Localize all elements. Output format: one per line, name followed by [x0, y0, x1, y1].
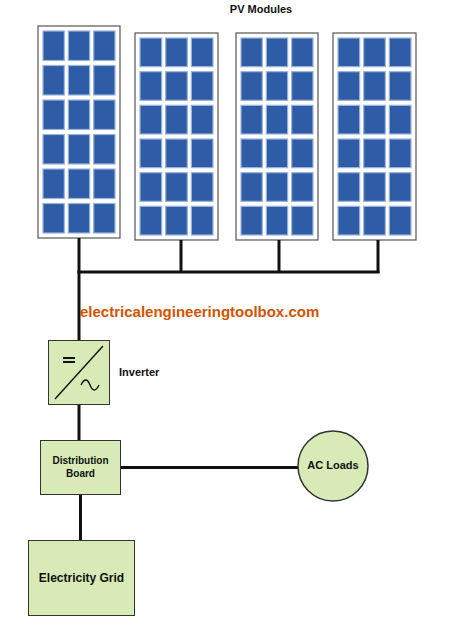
node-label: AC Loads: [307, 459, 358, 473]
dc-bus: [78, 238, 380, 341]
pv-cell: [68, 135, 89, 165]
pv-cell: [140, 139, 162, 168]
pv-cell: [389, 173, 411, 202]
pv-cell: [68, 100, 89, 130]
pv-cell: [241, 105, 262, 134]
pv-cell: [94, 66, 115, 96]
pv-cell: [166, 105, 188, 134]
pv-cell: [191, 139, 213, 168]
pv-cell: [389, 105, 411, 134]
grid-box: Electricity Grid: [28, 540, 135, 616]
pv-cell: [241, 72, 262, 101]
pv-cell: [43, 204, 64, 234]
pv-cell: [389, 72, 411, 101]
pv-cell: [364, 105, 386, 134]
pv-cell: [68, 204, 89, 234]
pv-cell: [241, 38, 262, 67]
pv-cell: [364, 139, 386, 168]
pv-cell: [266, 38, 287, 67]
pv-cell: [389, 139, 411, 168]
pv-cell: [266, 105, 287, 134]
pv-cell: [166, 72, 188, 101]
dc-wire: [180, 240, 183, 273]
dc-wire: [278, 240, 281, 273]
wire-connector: [79, 495, 82, 540]
pv-cell: [140, 173, 162, 202]
watermark: electricalengineeringtoolbox.com: [80, 303, 319, 320]
pv-cell: [338, 38, 360, 67]
node-label: Electricity Grid: [39, 571, 124, 586]
pv-cell: [191, 72, 213, 101]
dc-wire: [377, 240, 380, 273]
pv-cell: [338, 206, 360, 235]
pv-cell: [43, 100, 64, 130]
pv-module-frame: [333, 33, 416, 240]
pv-cell: [68, 31, 89, 61]
distribution-board-box: Distribution Board: [40, 440, 121, 495]
pv-cell: [94, 204, 115, 234]
pv-cell: [94, 100, 115, 130]
pv-cell: [68, 66, 89, 96]
dc-wire: [78, 238, 81, 341]
pv-cell: [191, 38, 213, 67]
dc-bus-bar: [78, 271, 380, 274]
node-label: Inverter: [119, 366, 159, 380]
pv-cell: [94, 31, 115, 61]
pv-cell: [266, 173, 287, 202]
diagram-title: PV Modules: [196, 3, 326, 15]
pv-cell: [241, 206, 262, 235]
pv-cell: [43, 66, 64, 96]
pv-cell: [266, 206, 287, 235]
pv-cell: [364, 173, 386, 202]
pv-cell: [166, 38, 188, 67]
pv-cell: [191, 206, 213, 235]
pv-cell: [292, 72, 313, 101]
pv-cell: [166, 206, 188, 235]
pv-cell: [389, 206, 411, 235]
pv-cell: [43, 31, 64, 61]
pv-cell: [292, 139, 313, 168]
pv-cell: [43, 135, 64, 165]
pv-cell: [389, 38, 411, 67]
pv-cell: [166, 173, 188, 202]
pv-cell: [241, 139, 262, 168]
pv-cell: [140, 38, 162, 67]
wire-connector: [121, 466, 298, 469]
inverter-box: Inverter: [48, 340, 110, 405]
pv-cell: [292, 206, 313, 235]
pv-module-frame: [135, 33, 218, 240]
pv-cell: [191, 173, 213, 202]
pv-cell: [266, 139, 287, 168]
pv-cell: [338, 173, 360, 202]
pv-cell: [364, 38, 386, 67]
wire-connector: [78, 405, 81, 440]
pv-cell: [191, 105, 213, 134]
pv-modules: [38, 26, 416, 240]
pv-cell: [140, 206, 162, 235]
pv-cell: [94, 169, 115, 199]
pv-cell: [140, 72, 162, 101]
pv-cell: [364, 72, 386, 101]
node-label: Distribution Board: [41, 455, 120, 480]
pv-cell: [338, 72, 360, 101]
pv-cell: [364, 206, 386, 235]
pv-cell: [338, 139, 360, 168]
pv-cell: [292, 105, 313, 134]
pv-cell: [241, 173, 262, 202]
pv-cell: [292, 173, 313, 202]
pv-cell: [94, 135, 115, 165]
load-circle: AC Loads: [297, 430, 369, 502]
pv-cell: [68, 169, 89, 199]
pv-cell: [43, 169, 64, 199]
pv-cell: [292, 38, 313, 67]
pv-cell: [266, 72, 287, 101]
pv-module-frame: [38, 26, 120, 238]
pv-cell: [338, 105, 360, 134]
pv-cell: [140, 105, 162, 134]
pv-module-frame: [236, 33, 318, 240]
pv-cell: [166, 139, 188, 168]
